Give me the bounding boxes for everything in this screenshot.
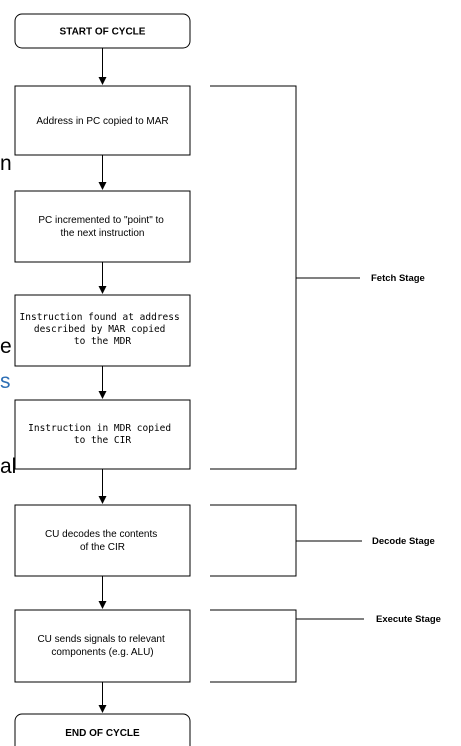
step-line: PC incremented to "point" to — [38, 215, 164, 226]
svg-text:Instruction in MDR copied: Instruction in MDR copied to the CIR — [28, 423, 177, 446]
start-label: START OF CYCLE — [60, 27, 146, 38]
end-terminal: END OF CYCLE — [14, 713, 191, 746]
background-fragment: n — [0, 152, 12, 175]
step-box: CU sends signals to relevant components … — [14, 609, 191, 683]
step-line: to the CIR — [74, 435, 131, 446]
svg-text:PC incremented to "point" to: PC incremented to "point" to the next in… — [38, 215, 166, 239]
svg-text:CU decodes the contents: CU decodes the contents of the CIR — [45, 529, 160, 553]
end-label: END OF CYCLE — [65, 728, 140, 739]
step-box: Instruction in MDR copied to the CIR — [14, 399, 191, 470]
step-line: Instruction in MDR copied — [28, 423, 171, 434]
step-box: PC incremented to "point" to the next in… — [14, 190, 191, 263]
step-line: to the MDR — [74, 336, 131, 347]
step-box: Instruction found at address described b… — [14, 294, 191, 367]
step-line: Address in PC copied to MAR — [36, 116, 168, 127]
step-line: the next instruction — [61, 228, 145, 239]
background-fragment: s — [0, 370, 11, 393]
step-line: CU decodes the contents — [45, 529, 157, 540]
step-line: of the CIR — [80, 542, 125, 553]
step-box: CU decodes the contents of the CIR — [14, 504, 191, 577]
svg-text:CU sends signals to relevant: CU sends signals to relevant components … — [37, 634, 167, 658]
fetch-stage-label: Fetch Stage — [371, 273, 425, 284]
execute-stage-label: Execute Stage — [376, 614, 441, 625]
svg-text:Instruction found at address: Instruction found at address described b… — [20, 312, 186, 347]
decode-stage-bracket: Decode Stage — [210, 504, 435, 577]
execute-stage-bracket: Execute Stage — [210, 609, 441, 683]
fetch-stage-bracket: Fetch Stage — [210, 85, 425, 470]
svg-text:Address in PC copied to MAR: Address in PC copied to MAR — [36, 116, 168, 127]
step-line: CU sends signals to relevant — [37, 634, 165, 645]
background-fragment: e — [0, 335, 12, 358]
step-line: Instruction found at address — [20, 312, 180, 323]
step-line: described by MAR copied — [34, 324, 166, 335]
background-fragment: al — [0, 455, 17, 478]
start-terminal: START OF CYCLE — [14, 13, 191, 49]
step-box: Address in PC copied to MAR — [14, 85, 191, 156]
decode-stage-label: Decode Stage — [372, 536, 435, 547]
step-line: components (e.g. ALU) — [51, 647, 153, 658]
